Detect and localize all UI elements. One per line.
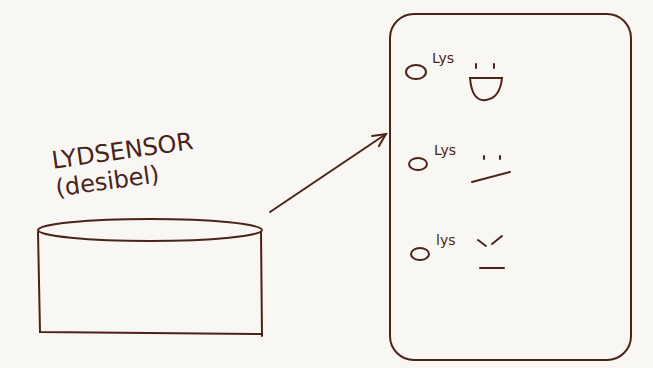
sensor-node: LYDSENSOR (desibel)	[30, 140, 270, 340]
light-label: lys	[436, 232, 455, 248]
light-label: Lys	[434, 142, 456, 158]
light-label: Lys	[432, 50, 454, 66]
sensor-cylinder	[38, 219, 262, 336]
node-outline	[388, 12, 633, 362]
signal-arrow	[270, 134, 386, 212]
display-panel	[390, 14, 631, 360]
sensor-title: LYDSENSOR (desibel)	[50, 124, 226, 202]
panel-node: LysLyslys	[388, 12, 633, 362]
